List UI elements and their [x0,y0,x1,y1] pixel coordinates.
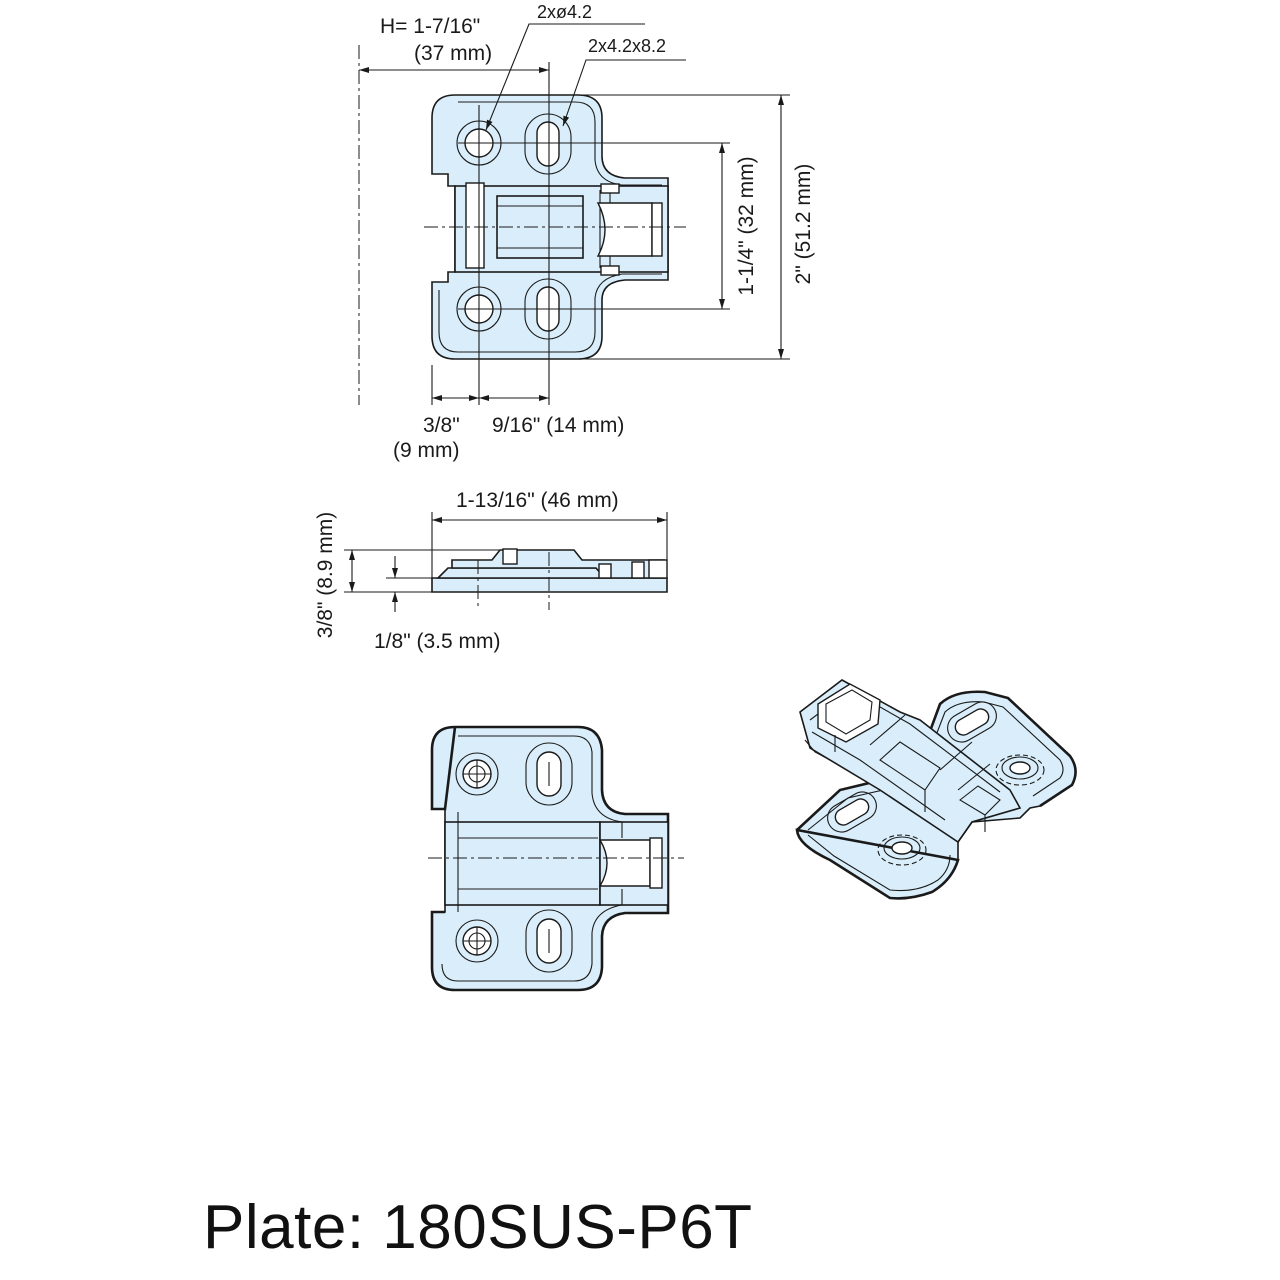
overall-height-label: 2" (51.2 mm) [792,164,815,285]
hole-size-label: 2xø4.2 [537,2,592,22]
isometric-view [795,679,1077,900]
bottom-view [428,725,684,992]
side-view: 1-13/16" (46 mm) 3/8" (8.9 mm) 1/8" (3.5… [314,489,668,653]
slot-size-label: 2x4.2x8.2 [588,36,666,56]
base-thickness-label: 1/8" (3.5 mm) [374,630,500,653]
hole-spacing-label: 9/16" (14 mm) [492,414,624,437]
adjust-slot-upper [524,113,572,175]
length-label: 1-13/16" (46 mm) [456,489,619,512]
height-label: H= 1-7/16" [380,15,480,38]
top-view: H= 1-7/16" (37 mm) 2xø4.2 2x4.2x8.2 1-1/… [358,2,815,462]
slot-spacing-label: 1-1/4" (32 mm) [735,156,758,295]
total-height-label: 3/8" (8.9 mm) [314,512,337,638]
height-label-mm: (37 mm) [414,42,492,65]
edge-offset-label: 3/8" [423,414,460,437]
edge-offset-label-mm: (9 mm) [393,439,460,462]
plate-title: Plate: 180SUS-P6T [203,1193,753,1262]
